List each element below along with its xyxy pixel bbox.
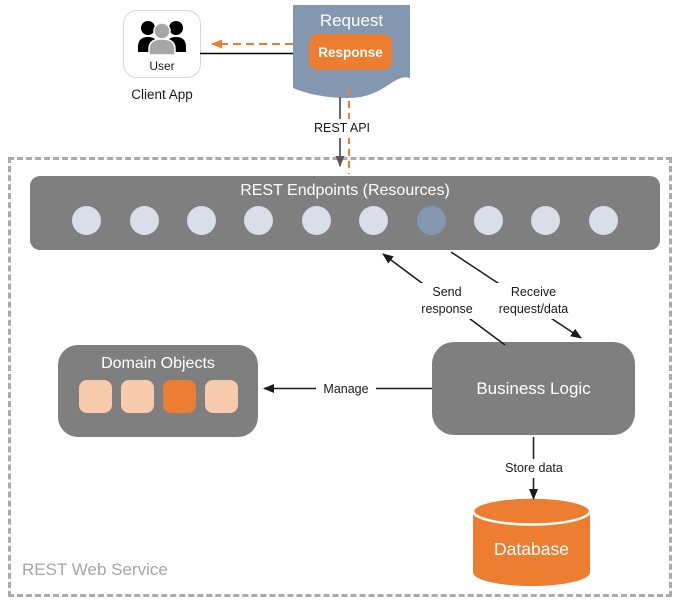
domain-objects-box: Domain Objects (58, 345, 258, 437)
endpoint-circle (129, 206, 159, 235)
domain-object-square-peach (204, 380, 238, 413)
manage-label: Manage (316, 380, 376, 399)
domain-object-square-orange (162, 380, 196, 413)
endpoint-circle (72, 206, 102, 235)
domain-object-square-peach (78, 380, 112, 413)
rest-web-service-caption: REST Web Service (22, 560, 168, 579)
request-label: Request (319, 11, 384, 30)
response-badge: Response (309, 34, 392, 70)
client-app-node: User (123, 10, 201, 78)
domain-object-squares (58, 380, 258, 413)
database-label: Database (494, 539, 569, 559)
user-label: User (149, 59, 175, 73)
send-response-label: Send response (413, 283, 481, 319)
endpoint-circle (187, 206, 217, 235)
rest-api-label: REST API (309, 119, 375, 138)
client-app-caption: Client App (131, 87, 193, 102)
domain-object-square-peach (120, 380, 154, 413)
store-data-label: Store data (499, 459, 569, 478)
endpoint-circle-active (416, 206, 446, 235)
endpoint-circles (30, 206, 660, 235)
endpoint-circle (301, 206, 331, 235)
endpoint-circle (359, 206, 389, 235)
domain-objects-title: Domain Objects (101, 355, 215, 372)
endpoint-circle (588, 206, 618, 235)
business-logic-box: Business Logic (432, 342, 635, 435)
endpoint-circle (244, 206, 274, 235)
endpoint-circle (473, 206, 503, 235)
rest-endpoints-title: REST Endpoints (Resources) (240, 182, 450, 199)
database-cylinder: Database (473, 497, 590, 586)
users-icon (138, 21, 186, 56)
endpoint-circle (531, 206, 561, 235)
rest-endpoints-box: REST Endpoints (Resources) (30, 176, 660, 250)
receive-request-label: Receive request/data (487, 283, 580, 319)
